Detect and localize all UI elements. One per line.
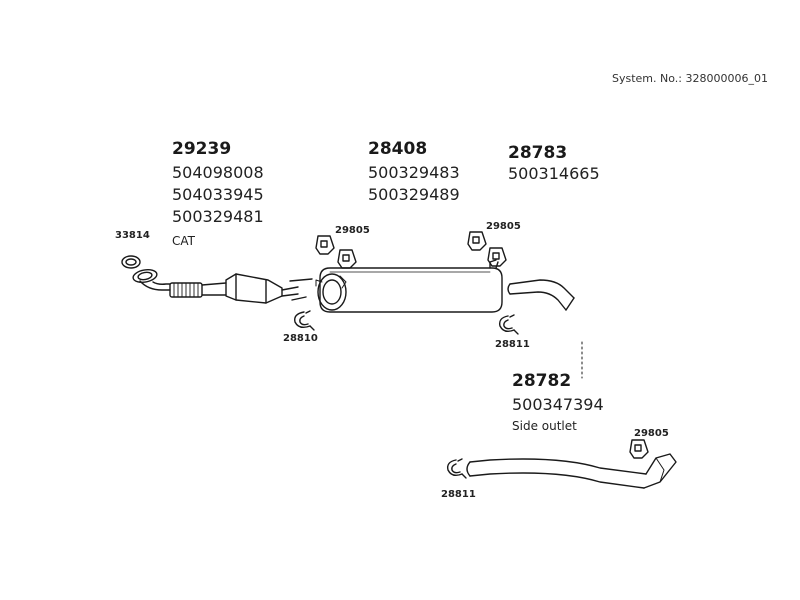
part-number-front: 29239 — [172, 139, 232, 159]
clamp-28810 — [294, 310, 315, 331]
gasket-label: 33814 — [115, 230, 150, 241]
cat-label: CAT — [172, 234, 195, 248]
oem-number: 500329489 — [368, 185, 460, 204]
clamp-label: 28810 — [283, 333, 318, 344]
oem-number: 500347394 — [512, 395, 604, 414]
part-number-rear: 28783 — [508, 143, 568, 163]
oem-number: 500314665 — [508, 164, 600, 183]
clamp-label: 28811 — [441, 489, 476, 500]
side-pipe-28782 — [466, 453, 677, 489]
part-number-middle: 28408 — [368, 139, 428, 159]
oem-number: 500329481 — [172, 207, 264, 226]
system-number: System. No.: 328000006_01 — [612, 72, 768, 85]
hanger-29805-right — [467, 231, 507, 267]
clamp-28811-rear — [498, 314, 519, 335]
oem-number: 504033945 — [172, 185, 264, 204]
oem-number: 504098008 — [172, 163, 264, 182]
silencer-28408 — [315, 259, 503, 313]
hanger-label: 29805 — [486, 221, 521, 232]
tail-pipe-28783 — [507, 279, 575, 311]
part-number-side: 28782 — [512, 371, 572, 391]
gasket-33814 — [121, 255, 141, 269]
hanger-29805-side — [629, 439, 649, 459]
oem-number: 500329483 — [368, 163, 460, 182]
hanger-29805-left — [315, 235, 357, 269]
side-outlet-label: Side outlet — [512, 419, 577, 433]
hanger-label: 29805 — [634, 428, 669, 439]
clamp-28811-side — [446, 458, 467, 479]
clamp-label: 28811 — [495, 339, 530, 350]
hanger-label: 29805 — [335, 225, 370, 236]
front-pipe-29239 — [132, 269, 313, 304]
